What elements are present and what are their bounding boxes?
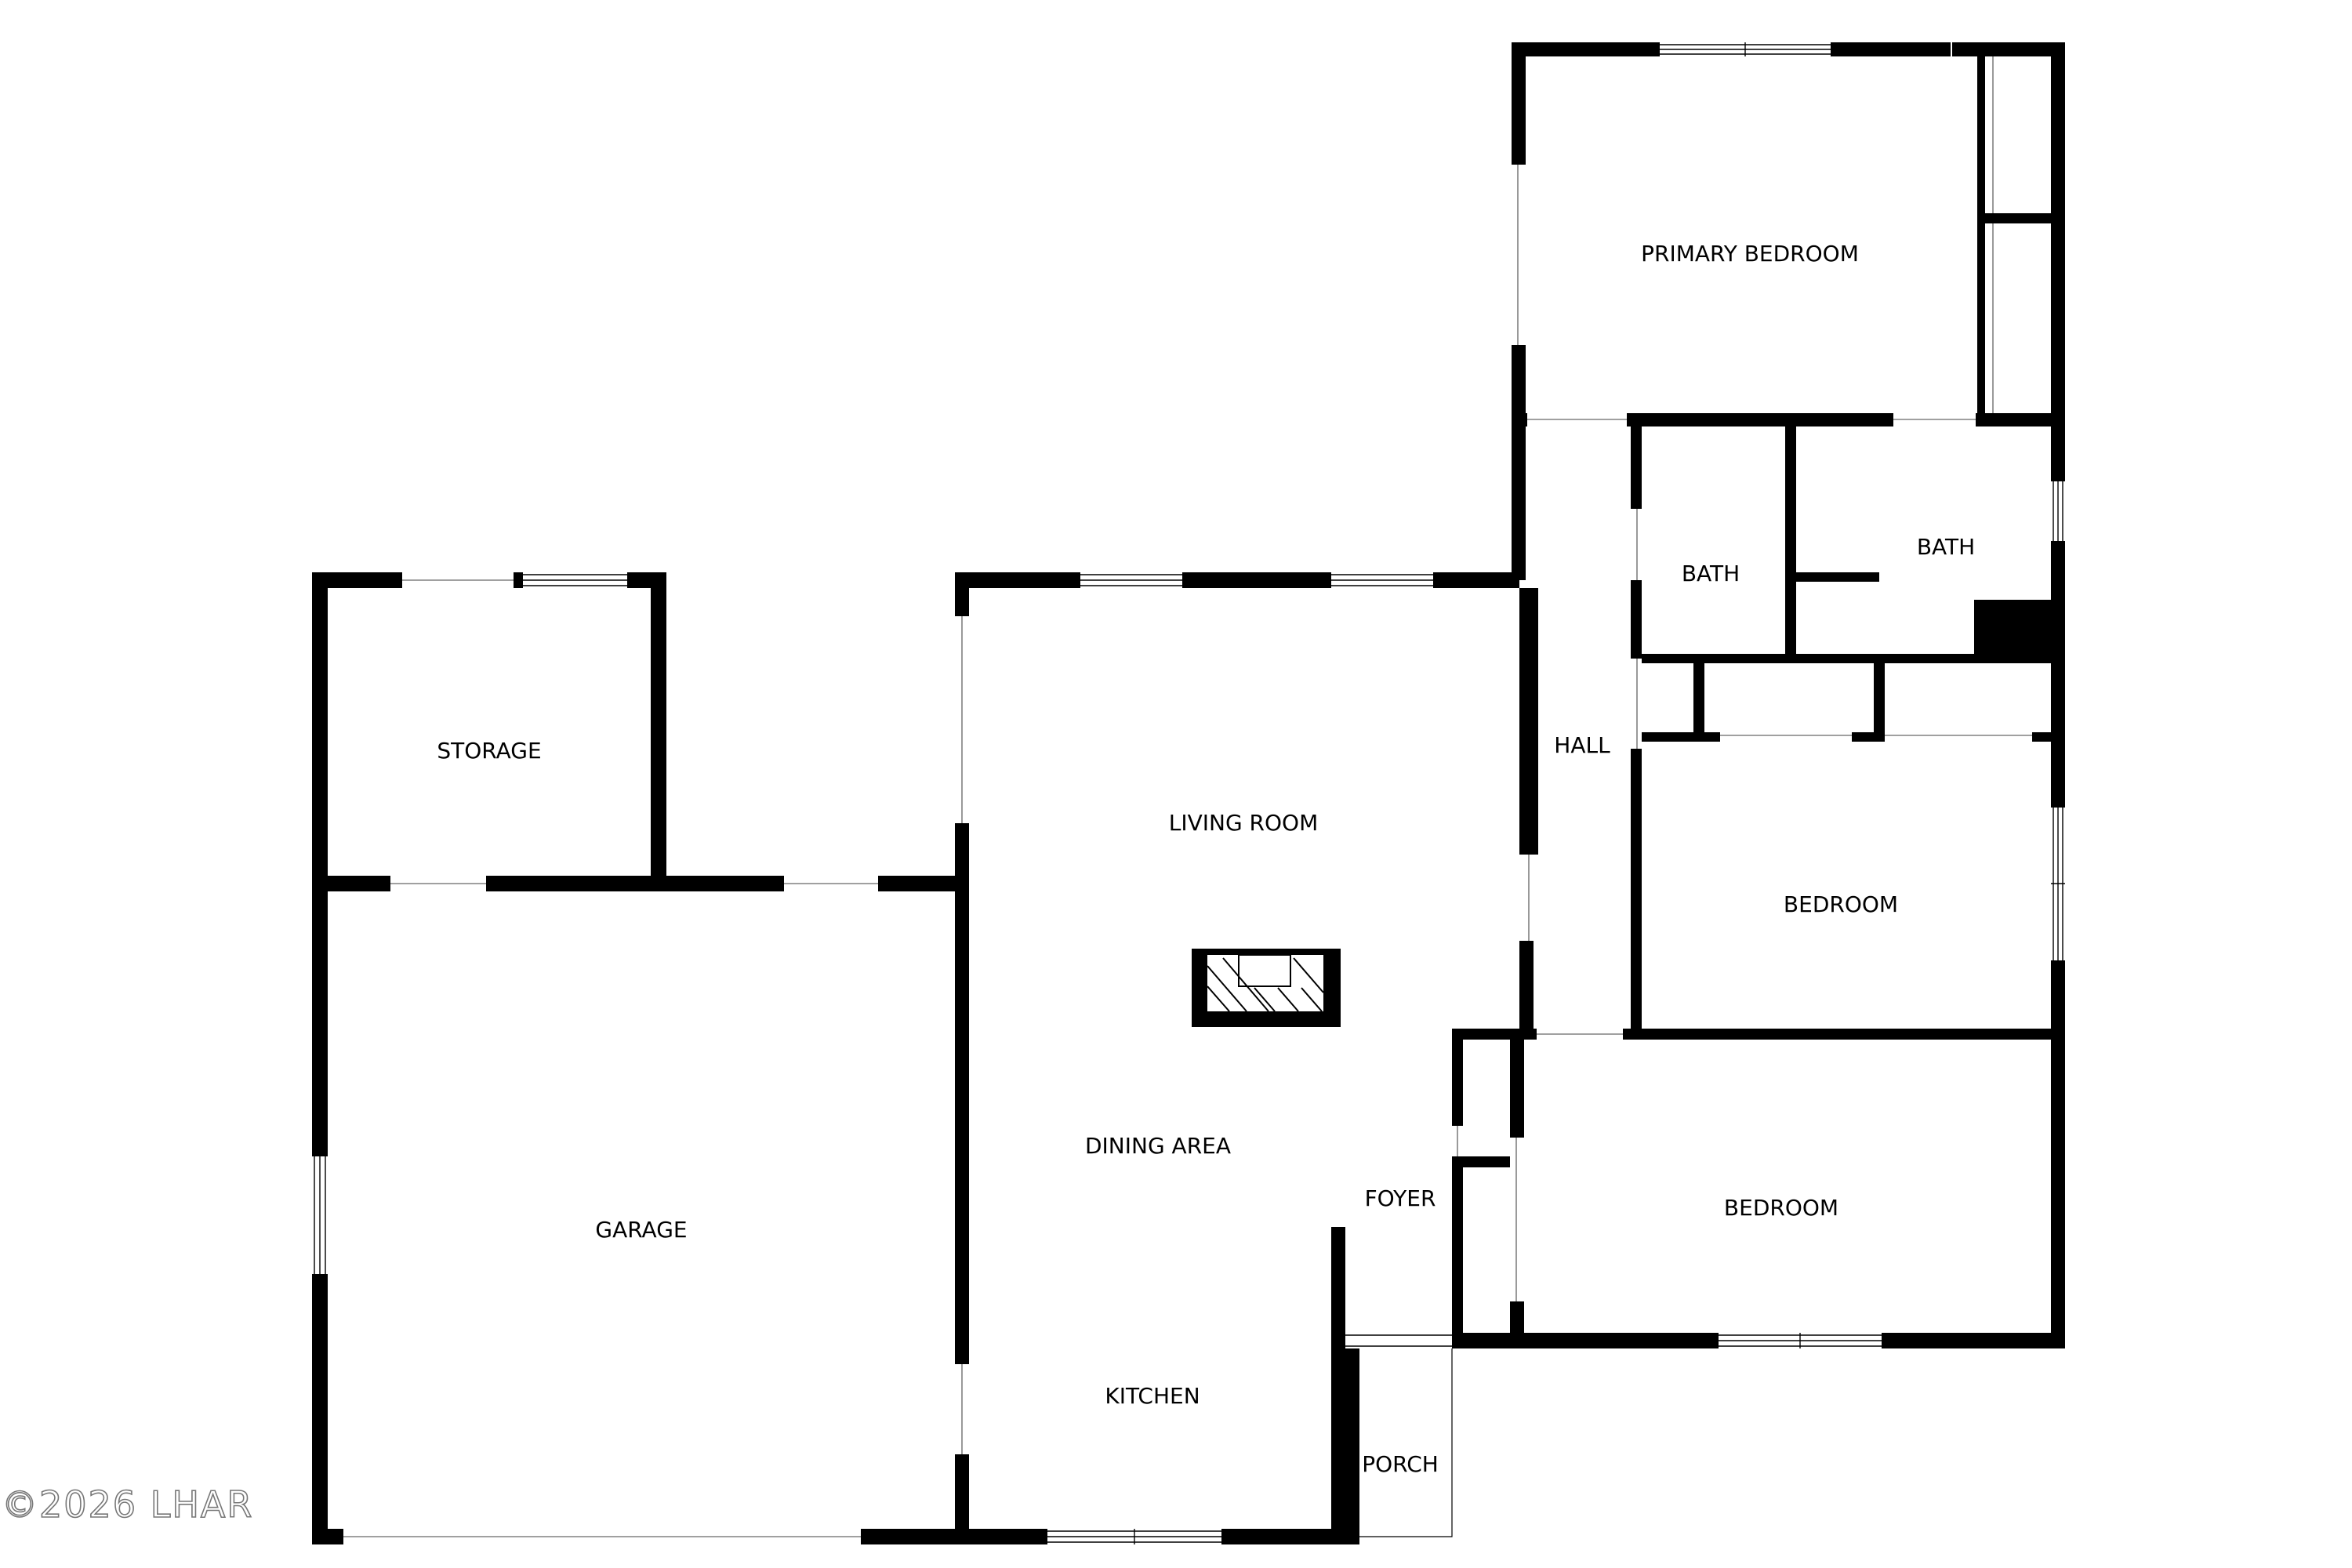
label-kitchen: KITCHEN <box>1105 1383 1200 1409</box>
bedroom-divider-wall <box>1623 1029 2065 1040</box>
bedroom-lower-walls <box>1452 1035 2065 1348</box>
bedroom-middle-window <box>2051 808 2065 960</box>
primary-bedroom-walls <box>1512 42 2065 463</box>
living-room-windows <box>1080 572 1433 588</box>
label-porch: PORCH <box>1362 1451 1439 1477</box>
label-storage: STORAGE <box>437 738 541 764</box>
storage-window <box>523 572 627 588</box>
label-bath-right: BATH <box>1917 534 1975 560</box>
foyer-closet-top-wall <box>1452 1029 1537 1040</box>
garage-walls <box>312 1529 969 1544</box>
label-hall: HALL <box>1554 732 1610 758</box>
label-living-room: LIVING ROOM <box>1169 810 1319 836</box>
label-garage: GARAGE <box>595 1217 687 1243</box>
fireplace <box>1192 949 1341 1027</box>
label-foyer: FOYER <box>1365 1185 1436 1211</box>
living-area-walls <box>955 572 1519 1544</box>
kitchen-window <box>1047 1529 1221 1544</box>
copyright-watermark: ©2026 LHAR <box>2 1483 253 1526</box>
garage-window <box>312 1156 328 1274</box>
label-primary-bedroom: PRIMARY BEDROOM <box>1641 241 1859 267</box>
label-bedroom-middle: BEDROOM <box>1784 891 1898 917</box>
hall-bath-walls <box>1512 426 2065 1035</box>
porch-outline <box>1345 1348 1453 1537</box>
bath-window <box>2051 481 2065 541</box>
label-dining-area: DINING AREA <box>1085 1133 1231 1159</box>
foyer-door <box>1345 1333 1452 1348</box>
foyer-wall <box>1331 1333 1345 1348</box>
bedroom-lower-window <box>1719 1333 1882 1348</box>
label-bedroom-lower: BEDROOM <box>1724 1195 1838 1221</box>
primary-bedroom-window <box>1660 42 1831 56</box>
storage-walls <box>312 572 969 1544</box>
label-bath-left: BATH <box>1682 561 1740 586</box>
